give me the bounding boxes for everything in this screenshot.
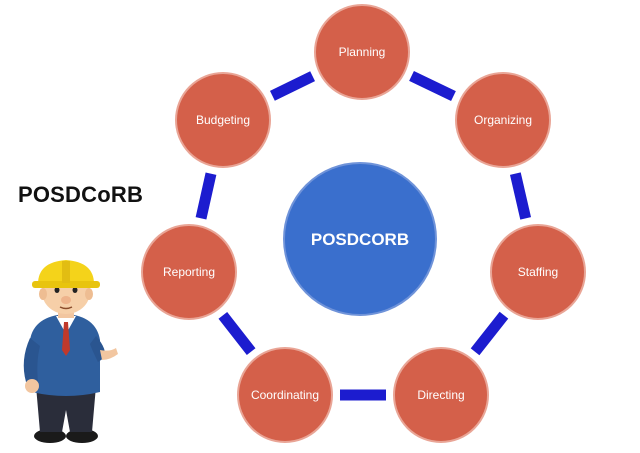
node-organizing-label: Organizing [474,113,532,127]
node-budgeting-circle [175,72,271,168]
connector-segment [409,70,456,102]
node-budgeting: Budgeting [175,72,271,168]
node-planning-label: Planning [339,45,386,59]
node-budgeting-label: Budgeting [196,113,250,127]
center-circle [283,162,437,316]
connector-segment [269,71,316,101]
node-reporting-circle [141,224,237,320]
node-planning: Planning [314,4,410,100]
node-coordinating: Coordinating [237,347,333,443]
node-organizing: Organizing [455,72,551,168]
node-coordinating-label: Coordinating [251,388,319,402]
node-reporting: Reporting [141,224,237,320]
construction-worker-icon [23,260,118,443]
node-directing-circle [393,347,489,443]
node-planning-circle [314,4,410,100]
node-reporting-label: Reporting [163,265,215,279]
connector-segment [218,311,256,356]
connector-segment [509,172,532,220]
center-node: POSDCORB [283,162,437,316]
connector-segment [470,311,509,356]
node-directing-label: Directing [417,388,464,402]
connector-segment [195,172,217,220]
node-staffing-label: Staffing [518,265,558,279]
node-directing: Directing [393,347,489,443]
node-organizing-circle [455,72,551,168]
connector-ring [195,70,532,401]
node-staffing-circle [490,224,586,320]
page-title: POSDCoRB [18,182,144,207]
node-staffing: Staffing [490,224,586,320]
center-label: POSDCORB [311,230,409,249]
node-coordinating-circle [237,347,333,443]
